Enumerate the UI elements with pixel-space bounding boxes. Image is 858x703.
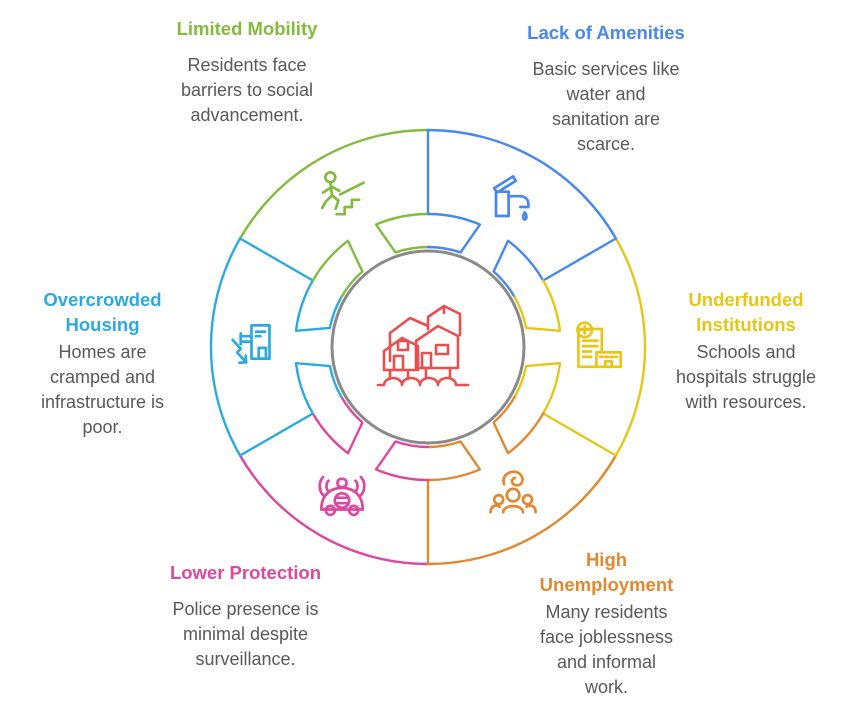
segment-title: Limited Mobility	[176, 18, 318, 39]
segment-description: Basic services like water and sanitation…	[532, 59, 680, 154]
segment-inner-band	[513, 279, 562, 332]
segment-label-high-unemployment: High Unemployment Many residents face jo…	[524, 547, 689, 700]
segment-inner-band	[492, 239, 545, 299]
segment-outer-arc	[426, 128, 618, 240]
segment-outer-arc	[238, 128, 430, 240]
declining-building-icon	[231, 324, 271, 365]
segment-divider	[238, 237, 315, 282]
segment-description: Residents face barriers to social advanc…	[180, 55, 314, 125]
segment-description: Police presence is minimal despite surve…	[172, 599, 319, 669]
segment-inner-band	[374, 440, 430, 482]
segment-description: Schools and hospitals struggle with reso…	[675, 342, 817, 412]
segment-title: Lack of Amenities	[527, 22, 685, 43]
hospital-icon	[576, 321, 623, 369]
flooded-settlement-icon	[376, 304, 470, 387]
segment-inner-band	[513, 362, 562, 415]
person-climbing-stairs-icon	[320, 170, 365, 216]
segment-outer-arc	[614, 237, 647, 457]
unemployed-group-icon	[489, 470, 537, 514]
segment-divider	[238, 412, 315, 457]
segment-title: High Unemployment	[539, 549, 674, 595]
segment-description: Homes are cramped and infrastructure is …	[40, 342, 165, 437]
segment-inner-band	[294, 279, 343, 332]
segment-divider	[541, 237, 618, 282]
ring-layer	[209, 128, 647, 566]
segment-outer-arc	[426, 454, 618, 566]
surveillance-car-icon	[318, 475, 366, 517]
segment-divider	[541, 412, 618, 457]
segment-label-overcrowded-housing: Overcrowded Housing Homes are cramped an…	[15, 287, 190, 440]
segment-label-lack-of-amenities: Lack of Amenities Basic services like wa…	[501, 20, 711, 157]
hub-circle	[330, 249, 526, 445]
segment-inner-band	[492, 395, 545, 455]
segment-inner-band	[426, 212, 482, 254]
segment-inner-band	[294, 362, 343, 415]
segment-title: Lower Protection	[169, 562, 322, 583]
segment-label-lower-protection: Lower Protection Police presence is mini…	[143, 560, 348, 672]
segment-title: Overcrowded Housing	[43, 289, 162, 335]
segment-inner-band	[311, 239, 364, 299]
faucet-icon	[492, 175, 530, 221]
segment-title: Underfunded Institutions	[688, 289, 804, 335]
segment-inner-band	[311, 395, 364, 455]
segment-inner-band	[374, 212, 430, 254]
segment-inner-band	[426, 440, 482, 482]
segment-outer-arc	[209, 237, 242, 457]
segment-label-limited-mobility: Limited Mobility Residents face barriers…	[137, 16, 357, 128]
segment-description: Many residents face joblessness and info…	[539, 602, 674, 697]
segment-label-underfunded-institutions: Underfunded Institutions Schools and hos…	[646, 287, 846, 415]
segment-outer-arc	[238, 454, 430, 566]
